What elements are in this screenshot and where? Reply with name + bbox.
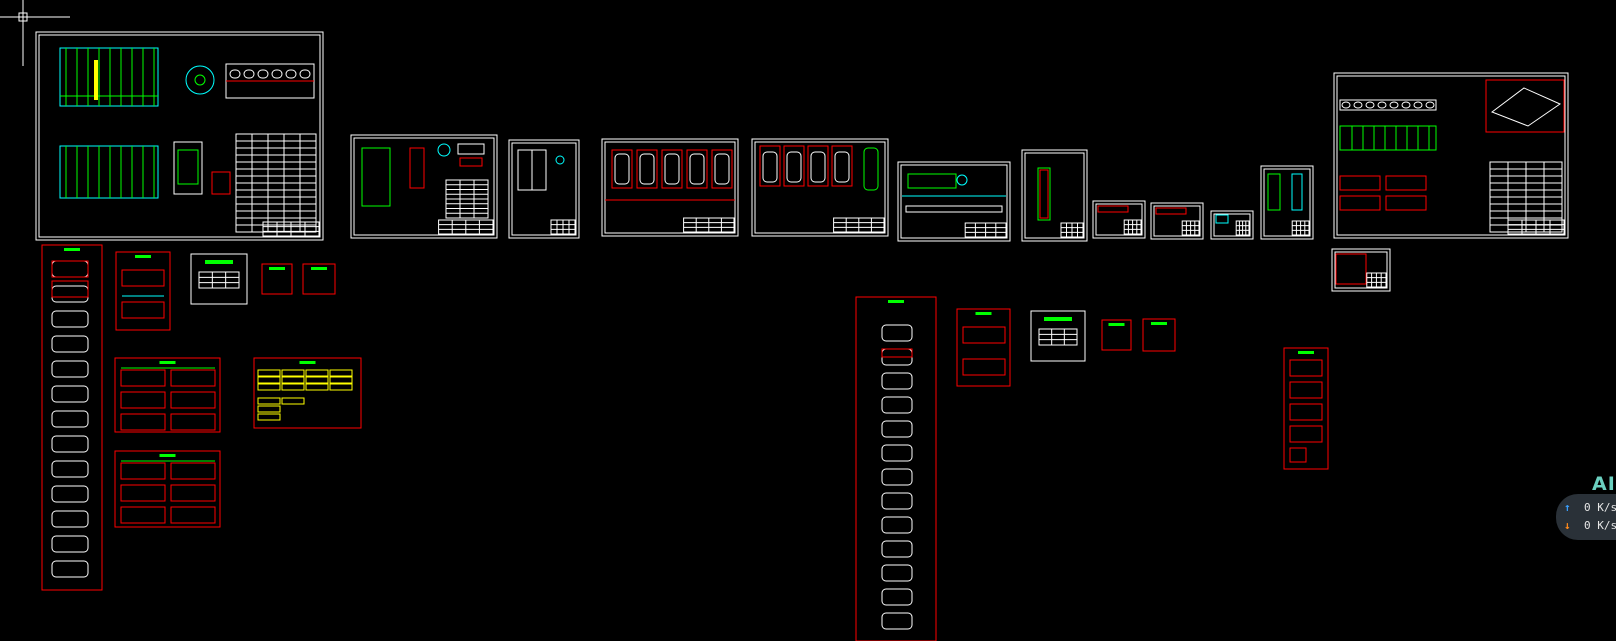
- part-list-panel-10[interactable]: [1101, 319, 1132, 351]
- part-list-panel-8[interactable]: [855, 296, 937, 641]
- part-list-panel-4[interactable]: [114, 450, 221, 528]
- drawing-sheet-12[interactable]: [1333, 72, 1569, 239]
- crosshair-icon: [0, 0, 70, 66]
- drawing-sheet-6[interactable]: [897, 161, 1011, 242]
- drawing-sheet-8[interactable]: [1092, 200, 1146, 239]
- download-arrow-icon: ↓: [1564, 519, 1571, 532]
- part-list-panel-11[interactable]: [1142, 318, 1176, 352]
- drawing-sheet-4[interactable]: [601, 138, 739, 237]
- download-speed: ↓0 K/s: [1564, 519, 1616, 532]
- upload-speed: ↑0 K/s: [1564, 501, 1616, 514]
- part-list-panel-6[interactable]: [261, 263, 293, 295]
- part-list-panel-5[interactable]: [253, 357, 362, 429]
- drawing-sheet-13[interactable]: [1331, 248, 1391, 292]
- part-list-panel-9[interactable]: [956, 308, 1011, 387]
- drawing-sheet-3[interactable]: [508, 139, 580, 239]
- part-list-panel-7[interactable]: [302, 263, 336, 295]
- drawing-sheet-1[interactable]: [35, 31, 324, 241]
- ai-badge[interactable]: AI: [1592, 473, 1616, 495]
- schedule-table-1[interactable]: [190, 253, 248, 305]
- drawing-sheet-9[interactable]: [1150, 202, 1204, 240]
- network-speed-widget[interactable]: ↑0 K/s ↓0 K/s: [1556, 494, 1616, 540]
- drawing-sheet-11[interactable]: [1260, 165, 1314, 240]
- drawing-sheet-5[interactable]: [751, 138, 889, 237]
- part-list-panel-1[interactable]: [41, 244, 103, 591]
- part-list-panel-2[interactable]: [115, 251, 171, 331]
- schedule-table-2[interactable]: [1030, 310, 1086, 362]
- drawing-sheet-10[interactable]: [1210, 210, 1254, 240]
- drawing-sheet-7[interactable]: [1021, 149, 1088, 242]
- upload-arrow-icon: ↑: [1564, 501, 1571, 514]
- part-list-panel-12[interactable]: [1283, 347, 1329, 470]
- drawing-sheet-2[interactable]: [350, 134, 498, 239]
- part-list-panel-3[interactable]: [114, 357, 221, 433]
